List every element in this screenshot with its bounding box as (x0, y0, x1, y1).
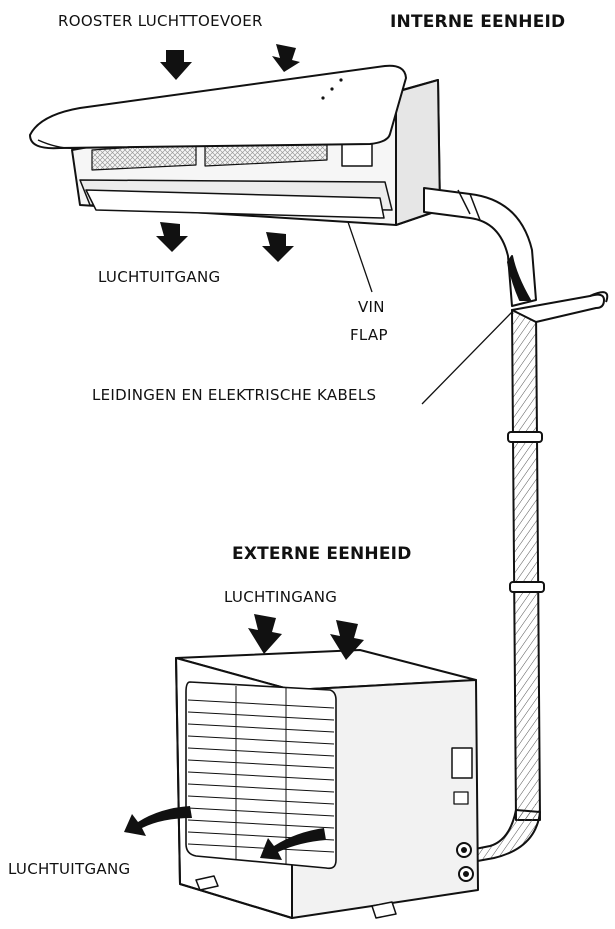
label-luchtuitgang-top: LUCHTUITGANG (98, 268, 221, 286)
air-out-arrow-icon (124, 806, 326, 860)
label-luchtingang: LUCHTINGANG (224, 588, 338, 606)
pipe-bundle-icon (423, 187, 609, 863)
label-rooster-luchttoevoer: ROOSTER LUCHTTOEVOER (58, 12, 263, 30)
label-externe-eenheid: EXTERNE EENHEID (232, 544, 412, 564)
label-leidingen: LEIDINGEN EN ELEKTRISCHE KABELS (92, 386, 377, 404)
label-vin: VIN (358, 298, 385, 316)
air-in-arrow-icon (160, 44, 300, 80)
label-interne-eenheid: INTERNE EENHEID (390, 12, 566, 32)
label-luchtuitgang-bottom: LUCHTUITGANG (8, 860, 131, 878)
indoor-unit-icon (29, 64, 441, 226)
label-flap: FLAP (350, 326, 388, 344)
air-out-arrow-icon (156, 222, 294, 262)
outdoor-unit-icon (175, 649, 479, 919)
air-in-arrow-icon (248, 614, 364, 660)
